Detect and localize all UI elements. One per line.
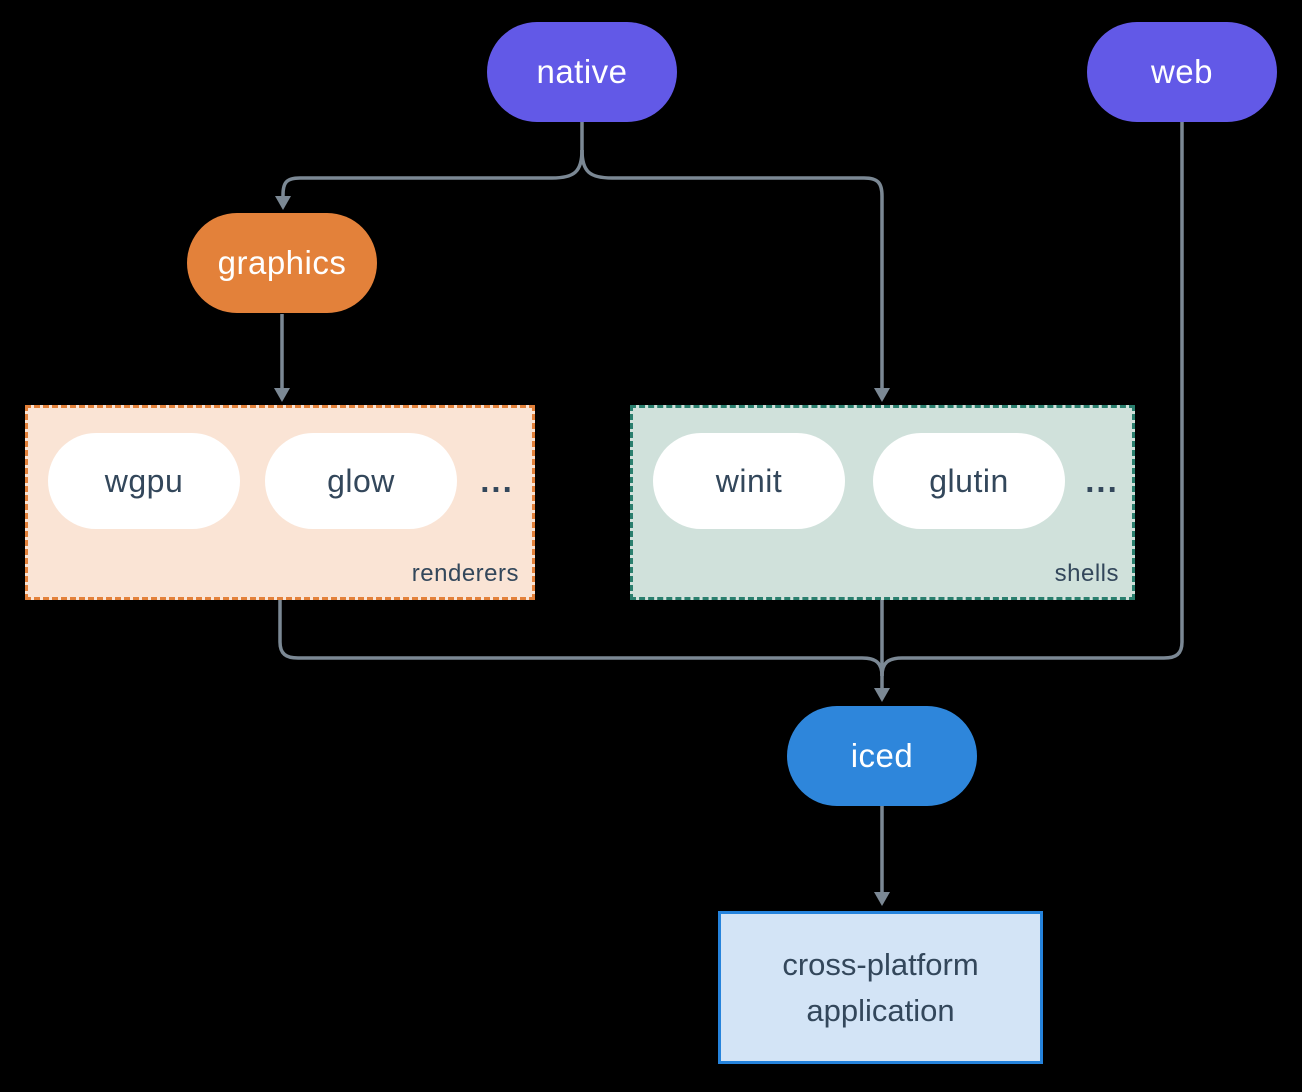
arrowhead-shells [874, 388, 890, 402]
arrowhead-iced [874, 688, 890, 702]
node-winit: winit [653, 433, 845, 529]
shells-group-label: shells [1054, 560, 1119, 587]
node-glutin: glutin [873, 433, 1065, 529]
node-graphics: graphics [187, 213, 377, 313]
edge-renderers-iced [278, 600, 884, 677]
node-iced: iced [787, 706, 977, 806]
arrowhead-application [874, 892, 890, 906]
renderers-ellipsis: ... [480, 462, 514, 499]
renderers-group-label: renderers [411, 560, 519, 587]
edge-native-shells [580, 149, 884, 389]
node-wgpu: wgpu [48, 433, 240, 529]
arrowhead-graphics [275, 196, 291, 210]
node-glow: glow [265, 433, 457, 529]
arrowhead-renderers [274, 388, 290, 402]
group-shells: winit glutin ... shells [630, 405, 1135, 600]
shells-ellipsis: ... [1085, 462, 1119, 499]
group-renderers: wgpu glow ... renderers [25, 405, 535, 600]
node-web: web [1087, 22, 1277, 122]
node-application: cross-platform application [718, 911, 1043, 1064]
edge-web-iced [880, 122, 1184, 677]
node-native: native [487, 22, 677, 122]
edge-native-graphics [281, 149, 584, 197]
